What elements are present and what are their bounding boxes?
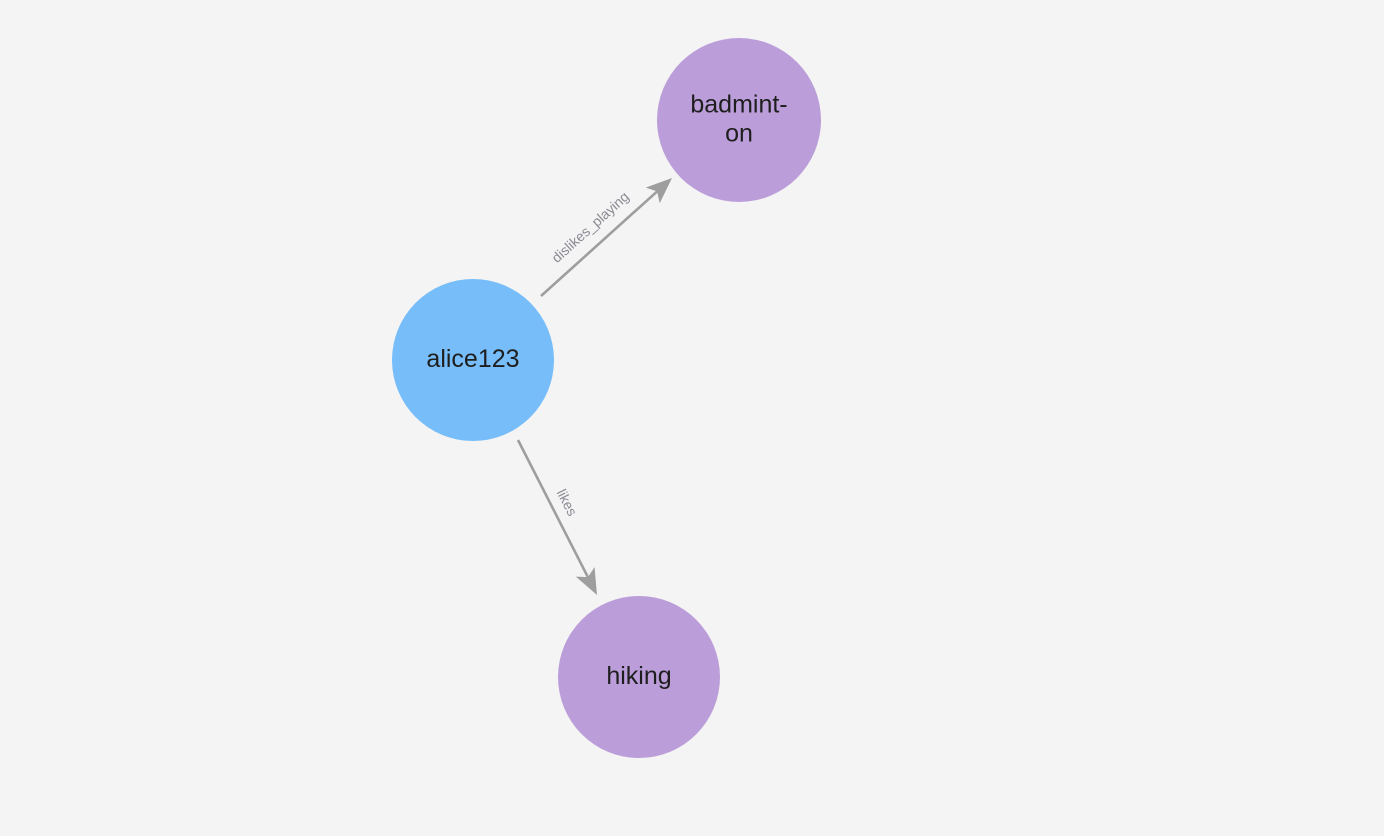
- node-circle[interactable]: [657, 38, 821, 202]
- edge-arrowhead-icon: [575, 567, 597, 595]
- node-circle[interactable]: [392, 279, 554, 441]
- node-circle[interactable]: [558, 596, 720, 758]
- edge-line: [516, 439, 590, 579]
- nodes-layer: alice123 badmint-on hiking: [392, 38, 821, 758]
- graph-node-alice123[interactable]: alice123: [392, 279, 554, 441]
- edge-line: [540, 189, 659, 297]
- edge-label: likes: [554, 486, 581, 518]
- edge-arrowhead-icon: [645, 178, 672, 204]
- graph-edge[interactable]: dislikes_playing: [540, 178, 672, 297]
- graph-node-hiking[interactable]: hiking: [558, 596, 720, 758]
- graph-edge[interactable]: likes: [516, 439, 597, 595]
- graph-node-badminton[interactable]: badmint-on: [657, 38, 821, 202]
